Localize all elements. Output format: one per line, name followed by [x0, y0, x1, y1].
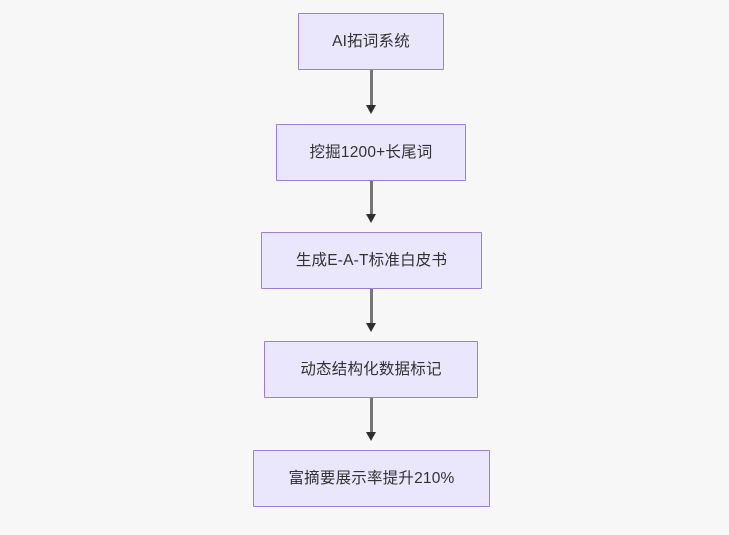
flowchart-node-ai-keyword-system[interactable]: AI拓词系统: [298, 13, 444, 70]
node-label: 富摘要展示率提升210%: [288, 469, 455, 487]
node-label: 动态结构化数据标记: [300, 360, 442, 378]
edge-line: [370, 70, 373, 106]
flowchart-node-dynamic-structured-data-markup[interactable]: 动态结构化数据标记: [264, 341, 478, 398]
edge-arrowhead: [366, 214, 376, 223]
node-label: 挖掘1200+长尾词: [309, 143, 433, 161]
edge-arrowhead: [366, 432, 376, 441]
edge-arrowhead: [366, 323, 376, 332]
flowchart-node-generate-eat-whitepaper[interactable]: 生成E-A-T标准白皮书: [261, 232, 482, 289]
flowchart-node-rich-snippet-rate-increase[interactable]: 富摘要展示率提升210%: [253, 450, 490, 507]
edge-n2-n3: [366, 181, 376, 223]
edge-line: [370, 398, 373, 433]
node-label: AI拓词系统: [332, 32, 410, 50]
edge-line: [370, 181, 373, 215]
edge-line: [370, 289, 373, 324]
edge-arrowhead: [366, 105, 376, 114]
node-label: 生成E-A-T标准白皮书: [295, 251, 448, 269]
edge-n1-n2: [366, 70, 376, 114]
edge-n3-n4: [366, 289, 376, 332]
flowchart-node-mine-longtail-keywords[interactable]: 挖掘1200+长尾词: [276, 124, 466, 181]
edge-n4-n5: [366, 398, 376, 441]
